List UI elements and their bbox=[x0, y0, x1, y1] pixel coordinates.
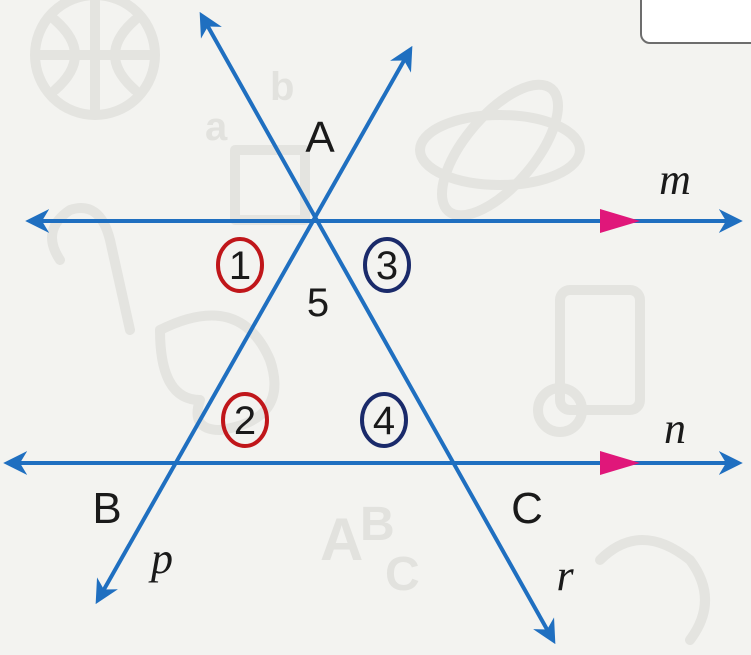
line-m-label: m bbox=[659, 155, 691, 204]
line-r-label: r bbox=[556, 551, 574, 600]
point-c-label: C bbox=[511, 484, 543, 533]
beaker-doodle-icon bbox=[595, 535, 710, 645]
angle-5-label: 5 bbox=[307, 281, 329, 325]
point-b-label: B bbox=[92, 484, 121, 533]
line-r bbox=[199, 11, 556, 645]
angle-2-label: 2 bbox=[234, 399, 256, 443]
parallel-markers bbox=[600, 209, 640, 475]
paperclip-doodle-icon bbox=[47, 203, 135, 335]
atom-orbit-doodle-2 bbox=[437, 79, 563, 221]
angle-labels: 1 2 3 4 5 bbox=[229, 244, 398, 443]
line-n-label: n bbox=[664, 404, 686, 453]
palette-doodle-icon bbox=[155, 310, 280, 435]
parallel-marker-m-icon bbox=[600, 209, 640, 233]
line-p-label: p bbox=[148, 534, 173, 583]
point-a-label: A bbox=[305, 113, 335, 162]
background-doodles: A B C b a bbox=[30, 0, 710, 645]
letter-b-doodle: b bbox=[270, 65, 294, 109]
lines-layer bbox=[3, 11, 743, 645]
point-labels: A B C bbox=[92, 113, 543, 533]
abc-doodle-b: B bbox=[360, 498, 395, 551]
book-doodle-icon bbox=[230, 145, 310, 225]
angle-2-ring bbox=[221, 392, 269, 448]
angle-3-ring bbox=[363, 237, 411, 293]
corner-answer-box bbox=[640, 0, 751, 44]
angle-4-label: 4 bbox=[373, 399, 395, 443]
angle-3-label: 3 bbox=[376, 244, 398, 288]
angle-1-label: 1 bbox=[229, 244, 251, 288]
letter-a-doodle: a bbox=[205, 105, 228, 149]
tablet-doodle-icon bbox=[555, 285, 645, 415]
angle-4-ring bbox=[360, 392, 408, 448]
globe-grid-doodle bbox=[35, 0, 155, 120]
line-labels: m n p r bbox=[148, 155, 691, 600]
abc-doodle-c: C bbox=[385, 548, 420, 601]
abc-doodle: A bbox=[320, 506, 363, 573]
angle-rings bbox=[216, 237, 411, 448]
parallel-marker-n-icon bbox=[600, 451, 640, 475]
angle-1-ring bbox=[216, 237, 264, 293]
